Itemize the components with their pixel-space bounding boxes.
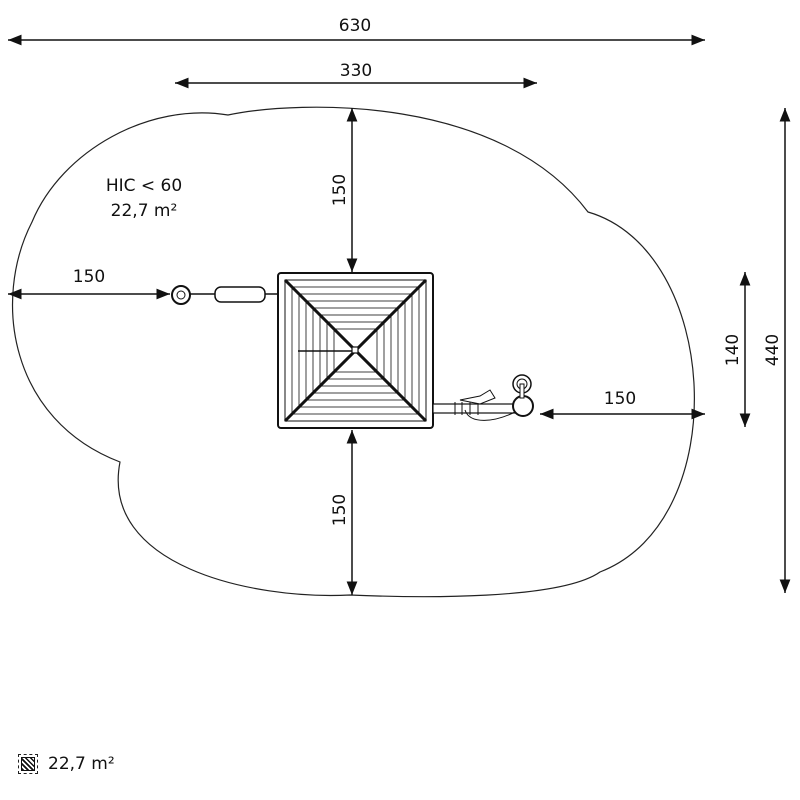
dim-total-depth-label: 440 xyxy=(763,334,783,366)
legend: 22,7 m² xyxy=(18,754,115,774)
hatched-area-icon xyxy=(18,754,38,774)
dim-right-clearance-label: 150 xyxy=(604,389,636,409)
dim-total-width-label: 630 xyxy=(339,16,371,36)
dim-top-clearance-label: 150 xyxy=(330,174,350,206)
dim-structure-depth-label: 140 xyxy=(723,334,743,366)
play-tower xyxy=(277,272,434,429)
right-play-element xyxy=(432,374,534,421)
safety-zone-outline xyxy=(11,106,695,598)
dim-left-clearance-label: 150 xyxy=(73,267,105,287)
left-play-panel xyxy=(171,285,278,305)
dim-structure-width-label: 330 xyxy=(340,61,372,81)
area-label: 22,7 m² xyxy=(111,201,178,221)
legend-area: 22,7 m² xyxy=(48,754,115,774)
hic-label: HIC < 60 xyxy=(106,176,182,196)
dim-bottom-clearance-label: 150 xyxy=(330,494,350,526)
